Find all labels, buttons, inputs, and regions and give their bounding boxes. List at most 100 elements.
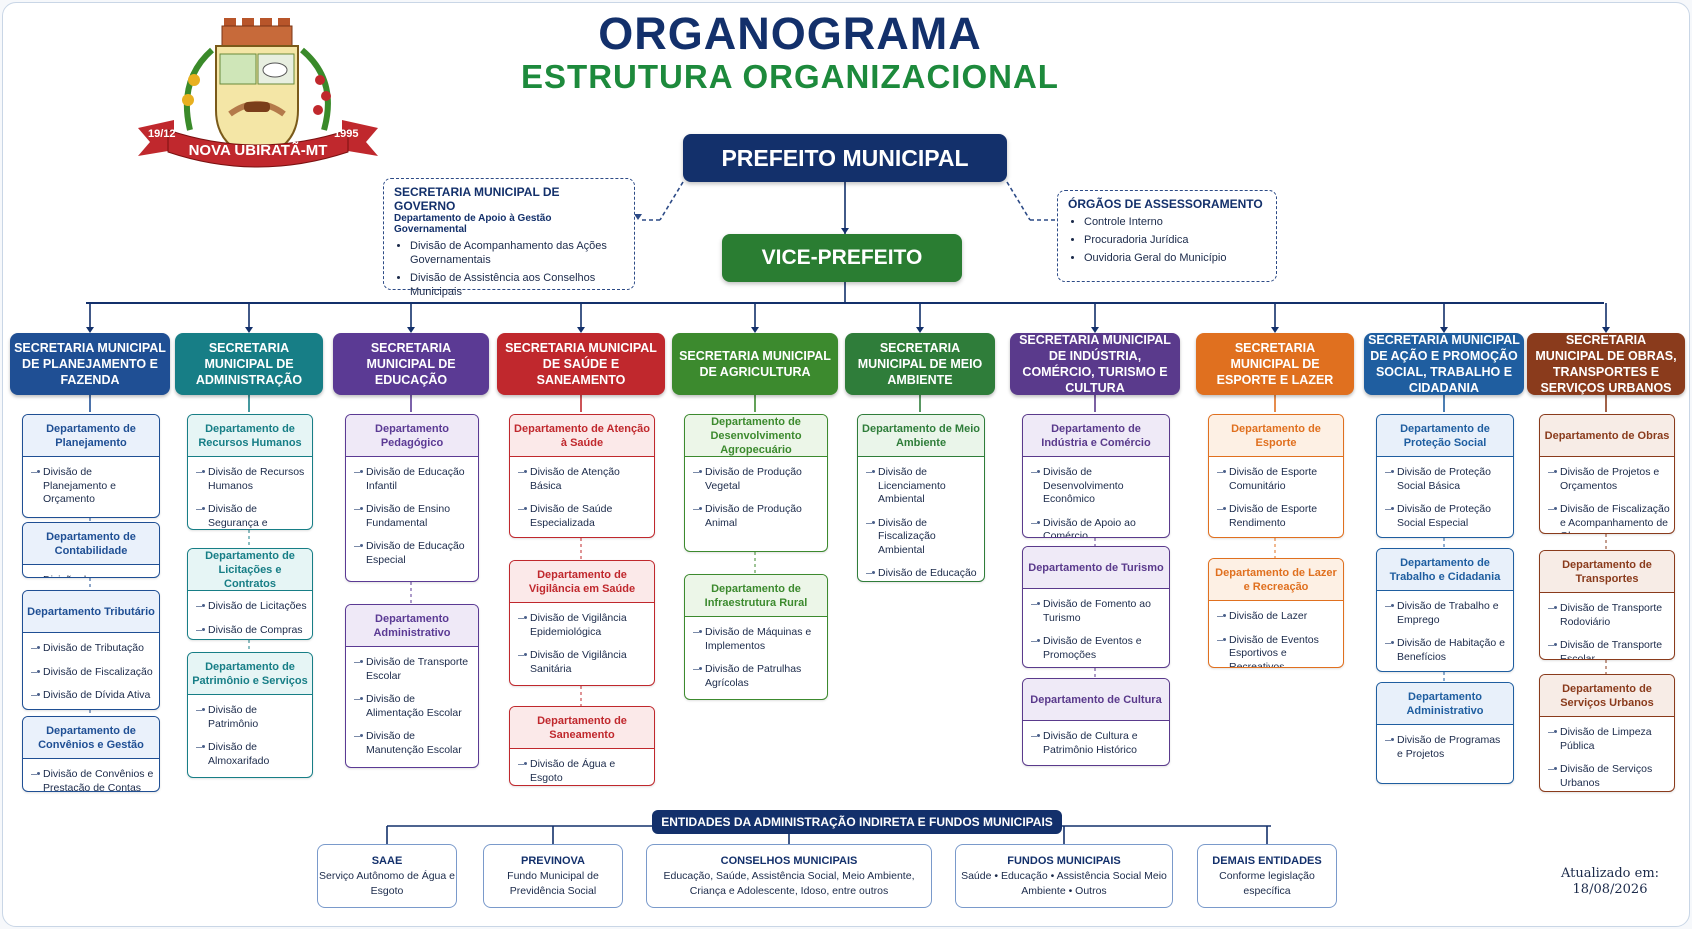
secretaria-box: SECRETARIA MUNICIPAL DE INDÚSTRIA, COMÉR… [1010,333,1180,395]
entity-description: Serviço Autônomo de Água e Esgoto [318,870,455,897]
secretaria-governo-box: SECRETARIA MUNICIPAL DE GOVERNO Departam… [383,178,635,298]
division-item: Divisão de Educação Especial [354,540,474,567]
assessoramento-box: ÓRGÃOS DE ASSESSORAMENTO Controle Intern… [1057,190,1277,282]
entity-box: SAAE Serviço Autônomo de Água e Esgoto [317,844,457,908]
division-item: Divisão de Licitações [196,600,307,612]
vice-prefeito-box: VICE-PREFEITO [722,234,962,282]
crest-left-date: 19/12 [148,128,176,140]
department-box: Departamento de Desenvolvimento Agropecu… [684,414,828,552]
division-item: Divisão de Segurança e Medicina do Traba… [196,503,308,529]
municipal-crest-logo: 19/12 1995 NOVA UBIRATÃ-MT [138,10,378,168]
department-title: Departamento de Turismo [1023,547,1169,589]
department-title: Departamento de Serviços Urbanos [1540,675,1674,717]
secretaria-box: SECRETARIA MUNICIPAL DE OBRAS, TRANSPORT… [1527,333,1685,395]
division-item: Divisão de Planejamento e Orçamento [31,466,155,507]
division-item: Divisão de Água e Esgoto [518,758,650,785]
assessoramento-item: Procuradoria Jurídica [1084,233,1266,247]
division-item: Divisão de Dívida Ativa [31,689,155,703]
governo-item: Divisão de Acompanhamento das Ações Gove… [410,239,624,267]
division-item: Divisão de Recursos Humanos [196,466,308,493]
division-item: Divisão de Esporte Rendimento [1217,503,1339,530]
department-title: Departamento Administrativo [1377,683,1513,725]
secretaria-box: SECRETARIA MUNICIPAL DE MEIO AMBIENTE [845,333,995,395]
division-item: Divisão de Compras [196,624,308,638]
assessoramento-item: Ouvidoria Geral do Município [1084,251,1266,265]
department-title: Departamento de Recursos Humanos [188,415,312,457]
division-item: Divisão de Convênios e Prestação de Cont… [31,768,155,791]
entity-title: PREVINOVA [521,855,585,867]
division-item: Divisão de Transporte Escolar [354,656,474,683]
entity-description: Fundo Municipal de Previdência Social [507,870,599,897]
prefeito-box: PREFEITO MUNICIPAL [683,134,1007,182]
update-date: 18/08/2026 [1572,882,1648,897]
division-item: Divisão de Ensino Fundamental [354,503,474,530]
department-title: Departamento de Lazer e Recreação [1209,559,1343,601]
department-title: Departamento de Vigilância em Saúde [510,561,654,603]
division-item: Divisão de Proteção Social Básica [1385,466,1509,493]
crest-right-date: 1995 [334,128,359,140]
division-item: Divisão de Produção Vegetal [693,466,823,493]
division-item: Divisão de Licenciamento Ambiental [866,466,980,507]
division-item: Divisão de Educação Ambiental [866,567,980,581]
entity-title: SAAE [371,855,403,867]
division-item: Divisão de Lazer [1217,610,1339,624]
entidades-title: ENTIDADES DA ADMINISTRAÇÃO INDIRETA E FU… [652,810,1062,834]
division-item: Divisão de Proteção Social Especial [1385,503,1509,530]
division-item: Divisão de Vigilância Epidemiológica [518,612,650,639]
entity-description: Educação, Saúde, Assistência Social, Mei… [663,870,915,897]
entity-box: PREVINOVA Fundo Municipal de Previdência … [483,844,623,908]
division-item: Divisão de Atenção Básica [518,466,650,493]
division-item: Divisão de Eventos Esportivos e Recreati… [1217,634,1339,667]
division-item: Divisão de Fiscalização [31,666,155,680]
entity-title: DEMAIS ENTIDADES [1212,855,1322,867]
department-box: Departamento de ContabilidadeDivisão de … [22,522,160,578]
division-item: Divisão de Desenvolvimento Econômico [1031,466,1165,507]
department-title: Departamento de Patrimônio e Serviços [188,653,312,695]
department-title: Departamento de Atenção à Saúde [510,415,654,457]
governo-title: SECRETARIA MUNICIPAL DE GOVERNO [394,185,560,213]
entity-description: Conforme legislação específica [1219,870,1315,897]
department-title: Departamento de Planejamento [23,415,159,457]
department-title: Departamento de Esporte [1209,415,1343,457]
division-item: Divisão de Transporte Rodoviário [1548,602,1670,629]
department-title: Departamento de Trabalho e Cidadania [1377,549,1513,591]
department-title: Departamento de Infraestrutura Rural [685,575,827,617]
department-title: Departamento de Cultura [1023,679,1169,721]
division-item: Divisão de Trabalho e Emprego [1385,600,1509,627]
secretaria-box: SECRETARIA MUNICIPAL DE PLANEJAMENTO E F… [10,333,170,395]
update-note: Atualizado em: 18/08/2026 [1540,866,1680,898]
department-title: Departamento Tributário [23,591,159,633]
department-title: Departamento de Desenvolvimento Agropecu… [685,415,827,457]
secretaria-box: SECRETARIA MUNICIPAL DE ESPORTE E LAZER [1196,333,1354,395]
governo-subtitle: Departamento de Apoio à Gestão Govername… [394,213,552,235]
entity-box: DEMAIS ENTIDADES Conforme legislação espe… [1197,844,1337,908]
division-item: Divisão de Educação Infantil [354,466,474,493]
entity-title: FUNDOS MUNICIPAIS [1007,855,1121,867]
division-item: Divisão de Vigilância Sanitária [518,649,650,676]
division-item: Divisão de Produção Animal [693,503,823,530]
secretaria-box: SECRETARIA MUNICIPAL DE EDUCAÇÃO [333,333,489,395]
division-item: Divisão de Projetos e Orçamentos [1548,466,1670,493]
secretaria-box: SECRETARIA MUNICIPAL DE ADMINISTRAÇÃO [175,333,323,395]
department-title: Departamento Administrativo [346,605,478,647]
secretaria-box: SECRETARIA MUNICIPAL DE SAÚDE E SANEAMEN… [497,333,665,395]
crest-name: NOVA UBIRATÃ-MT [188,142,328,159]
